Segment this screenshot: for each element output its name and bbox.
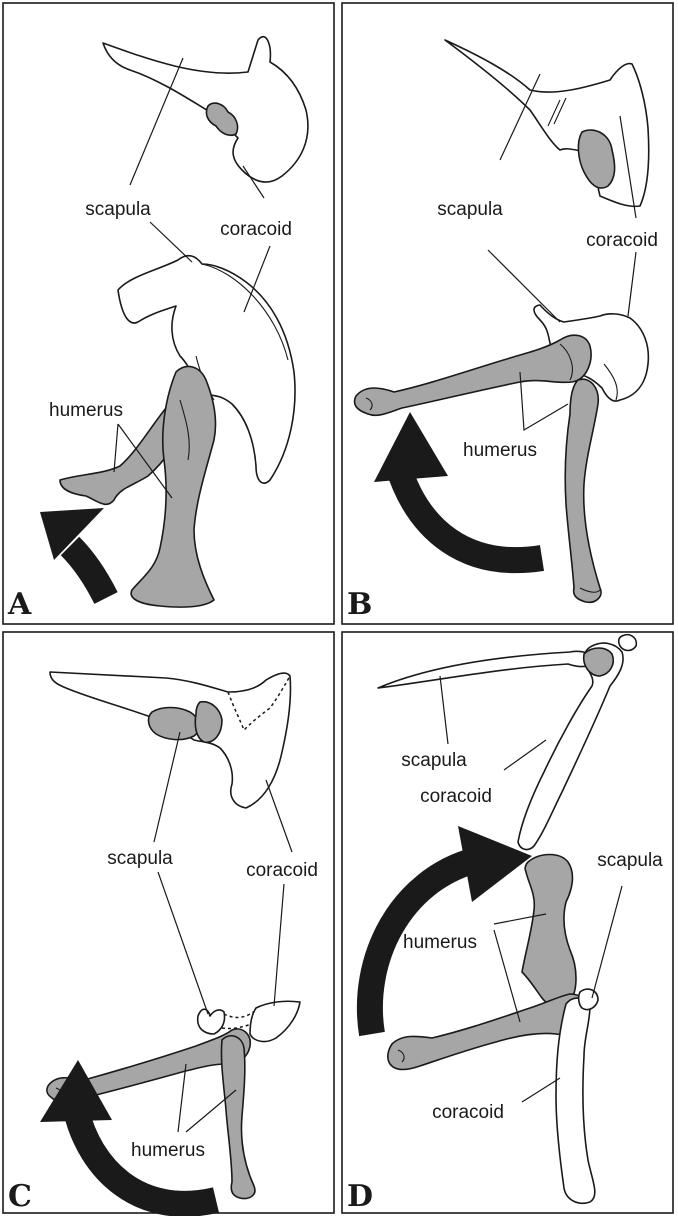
panel-a-letter: A [7,587,32,622]
panel-b: scapula coracoid humerus B [342,3,673,624]
panel-a-label-scapula: scapula [85,199,151,220]
panel-d-leader-scapula-top [440,676,448,744]
panel-d-top-glenoid [584,648,614,676]
panel-c-small-coracoid [250,1001,300,1041]
panel-d-leader-coracoid-bottom [522,1078,560,1102]
panel-a: scapula coracoid humerus A [3,3,334,624]
panel-d-label-scapula-top: scapula [401,750,467,771]
panel-d-top-scapula [378,651,596,688]
panel-d-top-coracoid-knob [619,635,637,651]
panel-c-top-scapulocoracoid [50,672,291,808]
panel-a-top-scapula-coracoid [103,37,308,182]
panel-b-label-coracoid: coracoid [586,230,658,251]
panel-d-humerus-vertical [522,855,576,1007]
panel-c-small-dashed-a [224,1010,256,1017]
panel-c-leader-scapula-top [154,732,180,842]
panel-a-label-coracoid: coracoid [220,219,292,240]
panel-b-label-scapula: scapula [437,199,503,220]
panel-b-letter: B [347,587,372,622]
panel-d-label-humerus: humerus [403,932,477,953]
panel-c-leader-scapula-bottom [158,872,208,1014]
panel-c-top-glenoid-scapula [149,708,199,740]
panel-b-label-humerus: humerus [463,440,537,461]
panel-b-top-scapulocoracoid [445,40,649,206]
panel-d-leader-scapula-bottom [592,886,622,998]
panel-d-top-coracoid [518,643,623,849]
panel-b-humerus-horizontal [355,335,592,415]
panel-b-arrowhead [374,412,448,482]
panel-c-label-scapula: scapula [107,848,173,869]
panel-d-label-scapula: scapula [597,850,663,871]
panel-d-bottom-coracoid [556,998,595,1203]
panel-a-label-humerus: humerus [49,400,123,421]
panel-c: scapula coracoid humerus C [3,632,334,1214]
panel-c-leader-coracoid-top [266,780,292,852]
panel-b-rotation-arrow [398,466,542,560]
panel-b-leader-coracoid-bottom [628,252,636,316]
panel-c-label-humerus: humerus [131,1140,205,1161]
panel-d-leader-coracoid-top [504,740,546,770]
panel-a-leader-scapula-bottom [150,222,192,262]
panel-a-rotation-arrow [70,546,106,598]
panel-d-bottom-scapula [579,989,598,1009]
panel-d-letter: D [347,1179,373,1214]
panel-b-leader-scapula-bottom [488,250,560,322]
panel-d: scapula coracoid scapula humerus coracoi… [342,632,673,1214]
panel-d-label-coracoid: coracoid [432,1102,504,1123]
panel-c-leader-coracoid-bottom [274,884,284,1006]
panel-c-humerus-vertical [221,1036,254,1199]
panel-a-humerus-front [131,366,215,607]
panel-c-letter: C [8,1179,32,1214]
panel-d-label-coracoid-top: coracoid [420,786,492,807]
panel-b-humerus-vertical [565,379,601,602]
panel-c-label-coracoid: coracoid [246,860,318,881]
panel-c-small-scapula [198,1009,225,1034]
